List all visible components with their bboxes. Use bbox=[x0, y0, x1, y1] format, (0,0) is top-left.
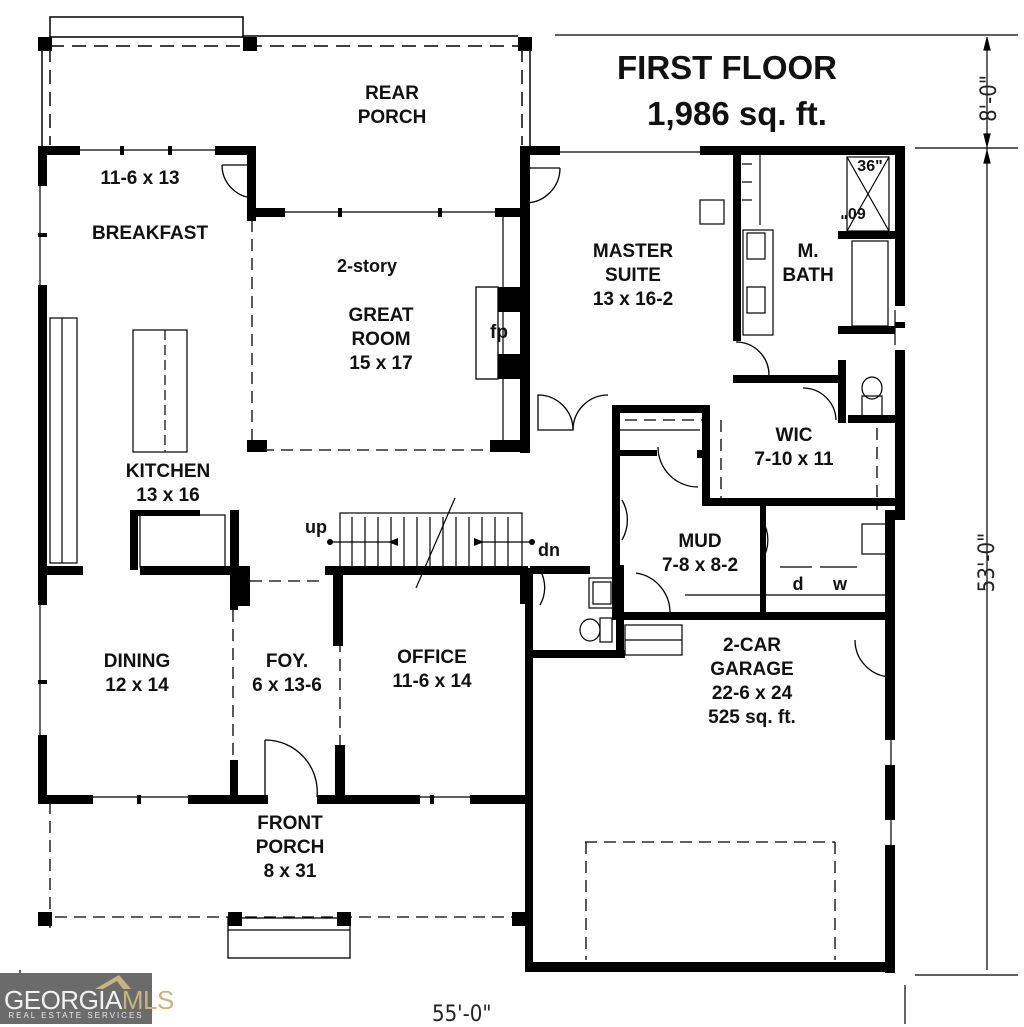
room-name: BATH bbox=[782, 265, 834, 286]
dimension-house-depth: 53'-0" bbox=[975, 532, 1001, 593]
room-size: 12 x 14 bbox=[105, 675, 169, 696]
room-name: PORCH bbox=[255, 837, 325, 858]
room-size: 13 x 16 bbox=[136, 485, 200, 506]
room-name: M. bbox=[797, 241, 819, 262]
room-great-room: GREAT ROOM 15 x 17 bbox=[348, 304, 413, 376]
room-size: 7-10 x 11 bbox=[754, 449, 834, 470]
floor-title: FIRST FLOOR bbox=[617, 49, 837, 86]
room-office: OFFICE 11-6 x 14 bbox=[392, 646, 471, 694]
georgia-mls-logo: GEORGIAMLS REAL ESTATE SERVICES bbox=[0, 973, 174, 1024]
bath-fixtures bbox=[579, 152, 890, 656]
room-name: PORCH bbox=[357, 107, 427, 128]
front-steps bbox=[227, 917, 351, 959]
dryer-label: d bbox=[792, 574, 804, 594]
room-master-suite: MASTER SUITE 13 x 16-2 bbox=[593, 240, 673, 312]
great-room-note: 2-story bbox=[336, 256, 398, 276]
room-name: REAR bbox=[365, 83, 419, 104]
dimension-house-width: 55'-0" bbox=[432, 1002, 492, 1027]
room-name: DINING bbox=[103, 651, 171, 672]
room-area: 525 sq. ft. bbox=[708, 707, 796, 728]
washer-label: w bbox=[832, 574, 848, 594]
room-name: GREAT bbox=[348, 305, 414, 326]
stairs-down-label: dn bbox=[538, 540, 560, 560]
room-dining: DINING 12 x 14 bbox=[104, 650, 171, 698]
room-rear-porch: REAR PORCH bbox=[358, 82, 427, 130]
room-size: 22-6 x 24 bbox=[711, 683, 793, 704]
room-front-porch: FRONT PORCH 8 x 31 bbox=[256, 812, 325, 884]
room-name: MUD bbox=[678, 531, 722, 552]
roof-icon bbox=[95, 975, 131, 989]
room-kitchen: KITCHEN 13 x 16 bbox=[126, 460, 210, 508]
logo-brand: GEORGIAMLS bbox=[4, 985, 174, 1016]
room-name: 2-CAR bbox=[722, 635, 782, 656]
room-name: KITCHEN bbox=[125, 461, 211, 482]
room-name: GARAGE bbox=[710, 659, 794, 680]
dashed-openings bbox=[49, 220, 878, 960]
shower-width-label: 36" bbox=[857, 158, 883, 175]
stairs-up-label: up bbox=[305, 517, 327, 537]
shower-length-label: 60" bbox=[840, 204, 866, 221]
room-wic: WIC 7-10 x 11 bbox=[754, 424, 833, 472]
room-size: 11-6 x 14 bbox=[392, 671, 472, 692]
room-size: 13 x 16-2 bbox=[592, 289, 674, 310]
room-mud: MUD 7-8 x 8-2 bbox=[662, 530, 738, 578]
room-name: ROOM bbox=[351, 329, 411, 350]
dimension-porch-depth: 8'-0" bbox=[976, 75, 1002, 122]
logo-brand-accent: MLS bbox=[121, 985, 174, 1015]
room-name: SUITE bbox=[605, 265, 661, 286]
room-garage: 2-CAR GARAGE 22-6 x 24 525 sq. ft. bbox=[708, 634, 796, 730]
fireplace-hearth bbox=[475, 286, 499, 380]
door-swings bbox=[221, 164, 892, 798]
room-name: OFFICE bbox=[397, 647, 467, 668]
room-name: FRONT bbox=[257, 813, 323, 834]
room-name: MASTER bbox=[592, 241, 674, 262]
room-foyer: FOY. 6 x 13-6 bbox=[252, 650, 322, 698]
room-master-bath: M. BATH bbox=[782, 240, 833, 288]
rear-porch-outline bbox=[41, 16, 531, 148]
room-breakfast-size: 11-6 x 13 bbox=[100, 168, 180, 189]
dimension-lines bbox=[19, 34, 1018, 1024]
room-breakfast-name: BREAKFAST bbox=[91, 223, 209, 244]
floor-area: 1,986 sq. ft. bbox=[647, 95, 827, 132]
room-name: WIC bbox=[775, 425, 813, 446]
room-size: 15 x 17 bbox=[349, 353, 413, 374]
room-size: 8 x 31 bbox=[263, 861, 317, 882]
room-size: 7-8 x 8-2 bbox=[661, 555, 739, 576]
room-size: 6 x 13-6 bbox=[252, 675, 322, 696]
kitchen-cabinetry bbox=[49, 317, 226, 568]
logo-brand-main: GEORGIA bbox=[4, 985, 122, 1015]
fireplace-label: fp bbox=[490, 322, 508, 343]
logo-tagline: REAL ESTATE SERVICES bbox=[8, 1011, 144, 1020]
room-name: FOY. bbox=[265, 651, 309, 672]
walls bbox=[38, 37, 905, 973]
